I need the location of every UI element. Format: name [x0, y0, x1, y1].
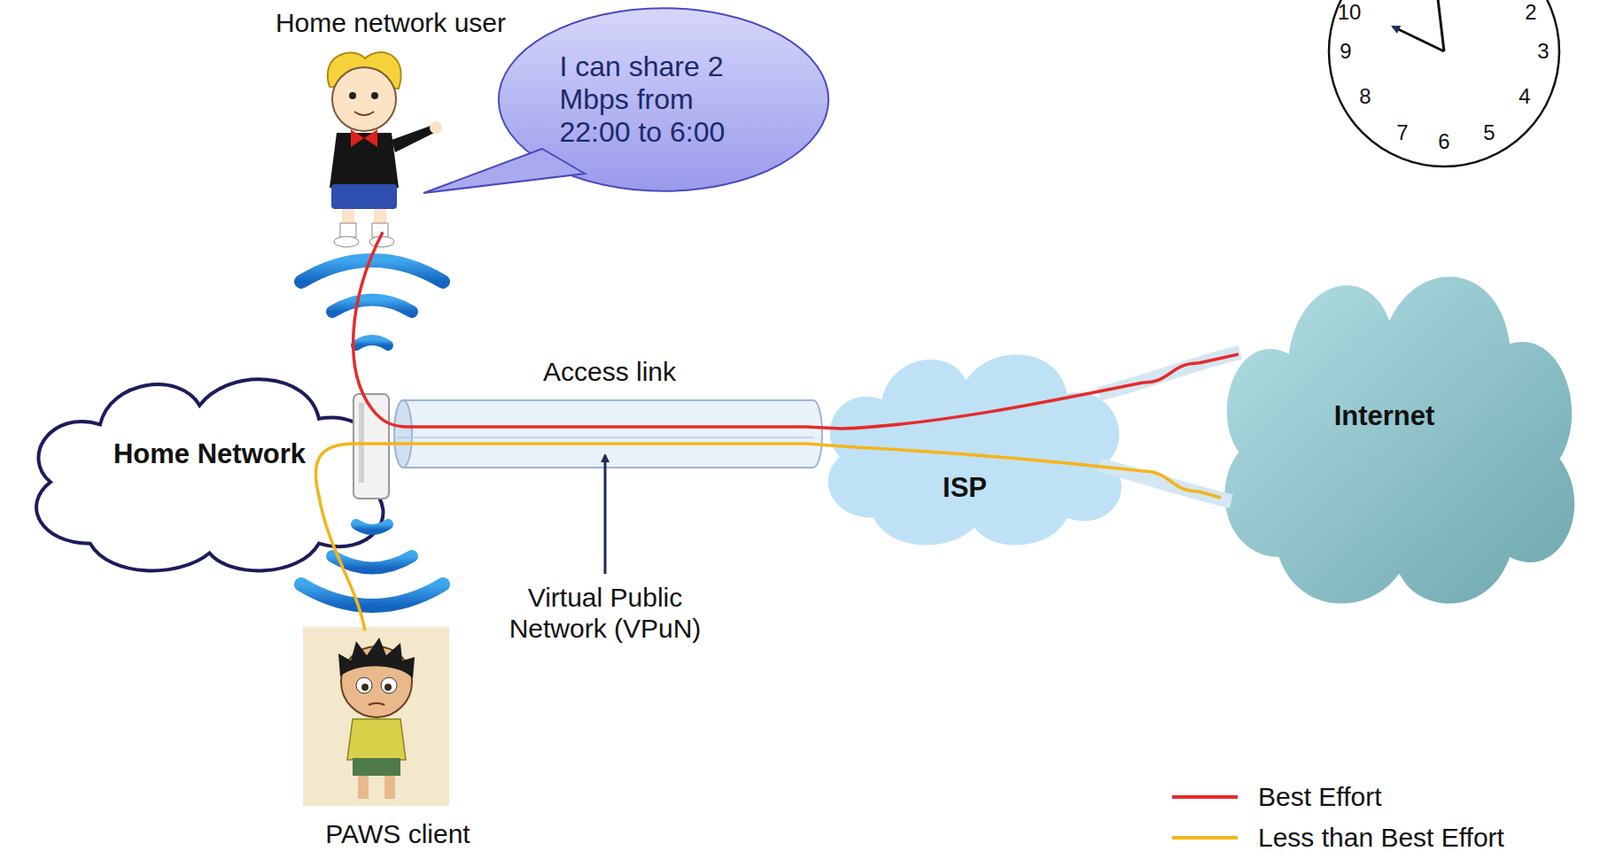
pointer-arrow [604, 455, 607, 575]
figure-caption: Home network user [275, 7, 506, 39]
legend-text: Less than Best Effort [1258, 823, 1505, 854]
clock-number: 7 [1396, 120, 1408, 146]
traffic-connector [1142, 363, 1199, 383]
isp-cloud: ISP [806, 326, 1143, 557]
best-effort-path [353, 232, 409, 428]
home-network-cloud: Home Network [10, 351, 409, 583]
lbe-path [1198, 491, 1221, 498]
home-user-figure [327, 52, 443, 248]
pointer-label: Virtual Public Network (VPuN) [476, 582, 734, 645]
internet-cloud: Internet [1198, 229, 1600, 623]
clock-number: 3 [1537, 38, 1549, 64]
clock-number: 8 [1359, 84, 1371, 109]
figure-caption: PAWS client [325, 819, 470, 851]
cloud-outline [806, 326, 1143, 557]
paws-client-figure [302, 627, 450, 807]
clock-number: 9 [1339, 38, 1352, 64]
node-text: ISP [942, 472, 987, 505]
traffic-connector [1142, 471, 1199, 492]
best-effort-path [1198, 354, 1239, 364]
cloud-label: Home Network [113, 438, 306, 471]
access-tube [394, 400, 823, 468]
traffic-connector [408, 442, 807, 446]
clock-number: 5 [1483, 120, 1495, 146]
clock-number: 6 [1437, 129, 1450, 155]
cloud-label: ISP [942, 472, 987, 505]
clock-number: 10 [1337, 0, 1362, 25]
link-label: Access link [543, 357, 676, 389]
cloud-label: Internet [1334, 400, 1436, 433]
node-text: I can share 2 Mbps from 22:00 to 6:00 [559, 50, 769, 148]
legend-sample [1172, 792, 1238, 802]
legend-sample [1172, 833, 1238, 843]
bubble-text: I can share 2 Mbps from 22:00 to 6:00 [559, 50, 769, 148]
clock-number: 4 [1518, 84, 1531, 109]
node-text: Internet [1334, 400, 1436, 433]
clock [1328, 0, 1560, 167]
clock-number: 2 [1524, 0, 1537, 25]
node-text: Home Network [113, 438, 306, 471]
traffic-connector [408, 425, 807, 429]
speech-bubble: I can share 2 Mbps from 22:00 to 6:00 [495, 5, 832, 195]
legend-text: Best Effort [1258, 782, 1383, 813]
